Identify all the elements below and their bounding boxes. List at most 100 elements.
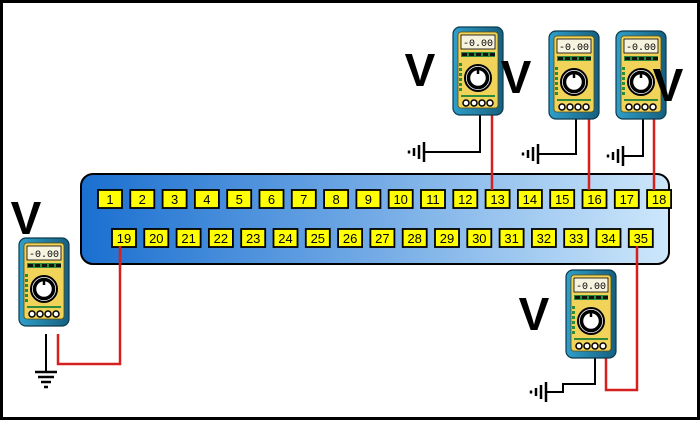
pin-34: 34 [595, 228, 622, 248]
pin-20: 20 [143, 228, 170, 248]
meter-reading: -0.00 [29, 250, 59, 261]
pin-5: 5 [226, 189, 253, 209]
pin-25: 25 [304, 228, 331, 248]
test-wires [56, 108, 656, 392]
pin-3: 3 [161, 189, 188, 209]
volt-label: V [519, 288, 550, 340]
meter-jack-icon [633, 103, 641, 111]
pin-box [193, 189, 220, 209]
pin-box [161, 189, 188, 209]
pin-box [304, 228, 331, 248]
meter-display [26, 245, 62, 261]
pin-box [466, 228, 493, 248]
ground-symbols [35, 142, 625, 402]
pin-27: 27 [369, 228, 396, 248]
multimeter-18: -0.00 [615, 30, 667, 120]
meter-display [573, 277, 609, 293]
meter-jack-icon [52, 310, 60, 318]
meter-jack-icon [649, 103, 657, 111]
multimeter-16: -0.00 [548, 30, 600, 120]
pin-number: 21 [181, 231, 195, 246]
pin-number: 26 [343, 231, 357, 246]
meter-jack-icon [575, 342, 583, 350]
pin-box [549, 189, 576, 209]
meter-jack-icon [478, 99, 486, 107]
pin-box [627, 228, 654, 248]
pin-number: 32 [537, 231, 551, 246]
pin-box [613, 189, 640, 209]
pin-number: 33 [569, 231, 583, 246]
pin-box [258, 189, 285, 209]
pin-15: 15 [549, 189, 576, 209]
meter-reading: -0.00 [626, 43, 656, 54]
pin-29: 29 [434, 228, 460, 248]
pin-box [175, 228, 202, 248]
meter-reading: -0.00 [576, 282, 606, 293]
pin-box [595, 228, 622, 248]
pin-9: 9 [355, 189, 382, 209]
ground-wire-35 [546, 354, 596, 393]
pin-number: 24 [278, 231, 292, 246]
pin-number: 18 [652, 192, 666, 207]
meter-reading: -0.00 [463, 39, 493, 50]
pin-number: 25 [311, 231, 325, 246]
meter-jack-icon [641, 103, 649, 111]
ground-wire-13 [424, 108, 481, 153]
meter-reading: -0.00 [559, 43, 589, 54]
pin-box [452, 189, 479, 209]
meter-jack-icon [28, 310, 36, 318]
pin-7: 7 [290, 189, 317, 209]
pin-box [646, 189, 672, 209]
pin-35: 35 [627, 228, 654, 248]
pin-number: 19 [117, 231, 131, 246]
pin-number: 22 [214, 231, 228, 246]
pin-box [420, 189, 446, 209]
meter-jack-icon [462, 99, 470, 107]
pin-number: 35 [634, 231, 648, 246]
wire-pin-35 [604, 246, 639, 392]
pin-box [369, 228, 396, 248]
pin-number: 4 [203, 192, 210, 207]
pin-number: 28 [407, 231, 421, 246]
pin-number: 15 [555, 192, 569, 207]
volt-label: V [653, 59, 684, 111]
pin-number: 8 [332, 192, 339, 207]
pin-4: 4 [193, 189, 220, 209]
pin-number: 1 [106, 192, 113, 207]
pin-number: 16 [587, 192, 601, 207]
pin-box [337, 228, 364, 248]
wire-pin-19 [56, 246, 122, 366]
pin-2: 2 [129, 189, 156, 209]
ground-symbol-13 [407, 142, 426, 162]
meter-jack-icon [582, 103, 590, 111]
pin-number: 6 [268, 192, 275, 207]
pin-12: 12 [452, 189, 479, 209]
multimeter-35: -0.00 [565, 269, 617, 359]
pin-box [581, 189, 608, 209]
pin-number: 3 [171, 192, 178, 207]
pin-number: 13 [490, 192, 504, 207]
pin-21: 21 [175, 228, 202, 248]
pin-1: 1 [97, 189, 123, 209]
pin-31: 31 [498, 228, 525, 248]
pin-6: 6 [258, 189, 285, 209]
pin-number: 17 [620, 192, 634, 207]
meter-jack-icon [566, 103, 574, 111]
pin-box [531, 228, 557, 248]
pin-28: 28 [401, 228, 428, 248]
pin-box [272, 228, 299, 248]
pin-22: 22 [207, 228, 234, 248]
pin-number: 10 [393, 192, 407, 207]
pin-number: 29 [440, 231, 454, 246]
meter-jack-icon [36, 310, 44, 318]
pin-16: 16 [581, 189, 608, 209]
pin-box [434, 228, 460, 248]
pin-26: 26 [337, 228, 364, 248]
pin-box [563, 228, 590, 248]
pin-8: 8 [323, 189, 350, 209]
pin-box [484, 189, 511, 209]
pin-33: 33 [563, 228, 590, 248]
